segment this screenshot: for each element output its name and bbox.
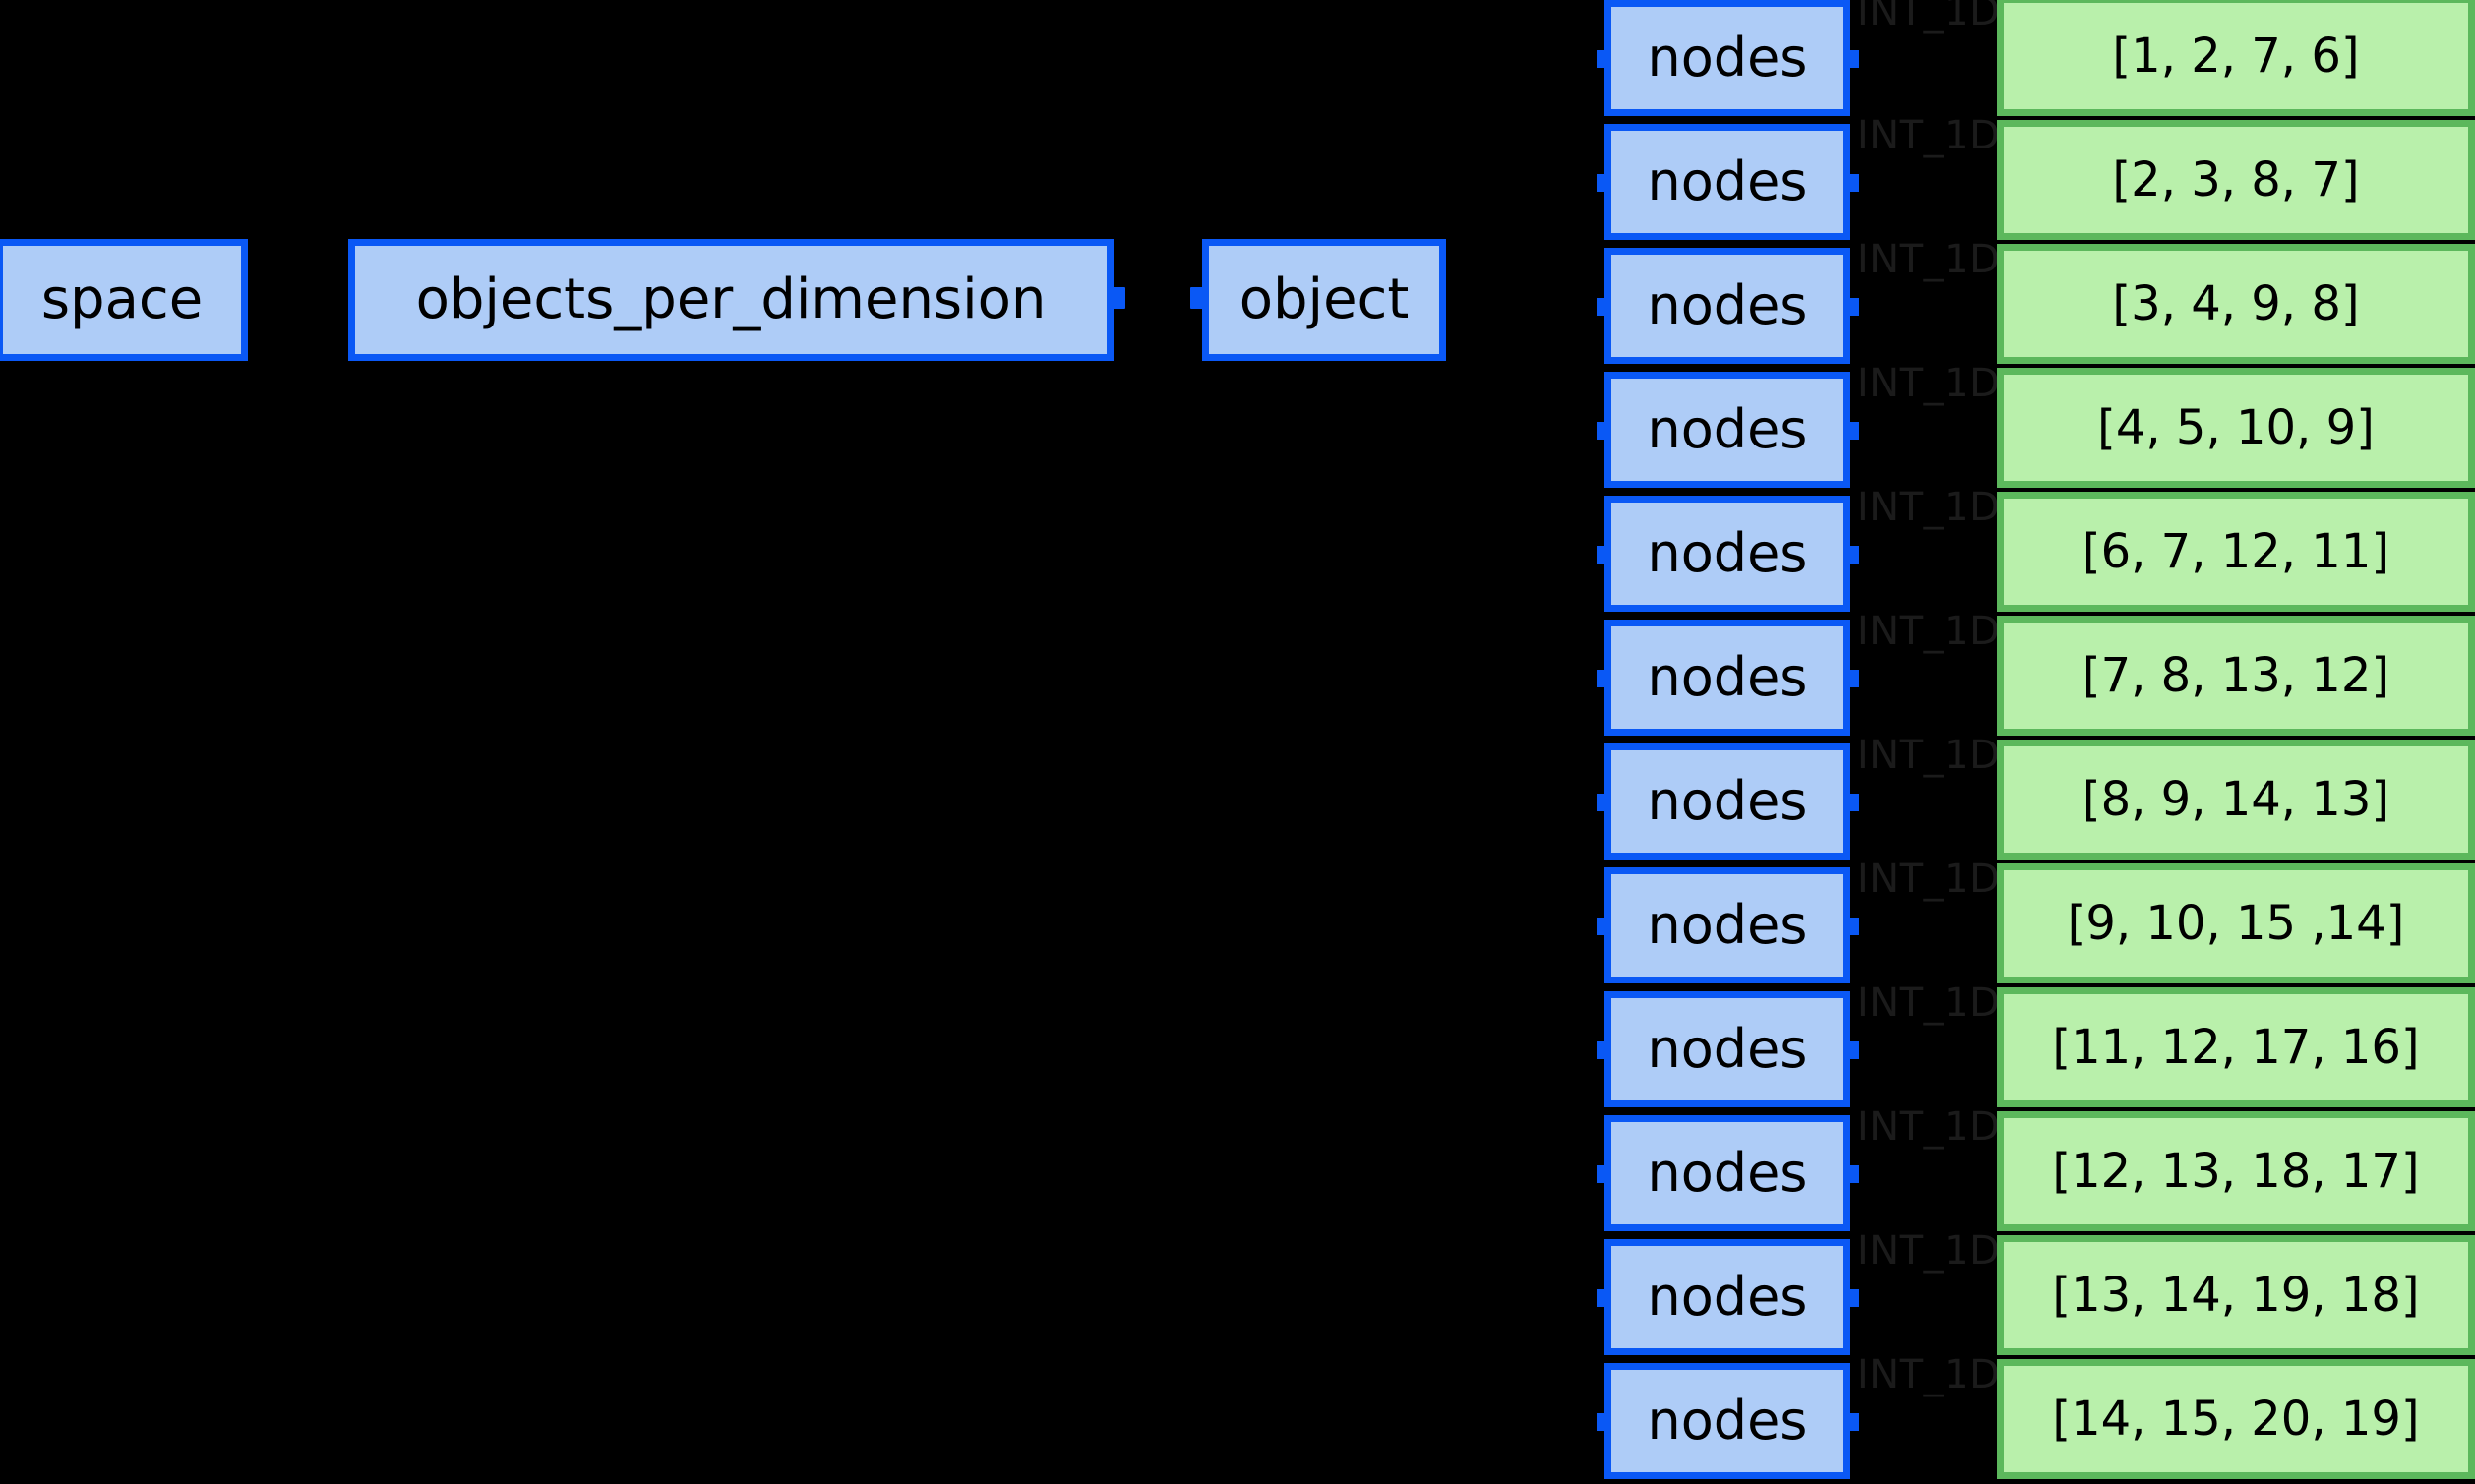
value-box[interactable]: [7, 8, 13, 12] [1997,616,2475,736]
connector-stub-icon [1845,794,1859,811]
node-nodes-label: nodes [1647,646,1808,708]
node-nodes-label: nodes [1647,1266,1808,1328]
node-nodes[interactable]: nodes [1604,620,1850,736]
value-box-label: [14, 15, 20, 19] [2052,1392,2420,1447]
node-nodes[interactable]: nodes [1604,372,1850,488]
matrix-row: nodes INT_1D [2, 3, 8, 7] [0,116,2475,244]
node-nodes[interactable]: nodes [1604,1363,1850,1479]
matrix-row: nodes INT_1D [11, 12, 17, 16] [0,983,2475,1111]
edge-type-label: INT_1D [1857,1228,2001,1274]
value-box-label: [6, 7, 12, 11] [2082,524,2390,579]
value-box[interactable]: [8, 9, 14, 13] [1997,740,2475,860]
edge-type-label: INT_1D [1857,733,2001,778]
connector-stub-icon [1845,1041,1859,1059]
node-space[interactable]: space [0,239,248,361]
edge-type-label: INT_1D [1857,485,2001,530]
node-objects-per-dimension[interactable]: objects_per_dimension [348,239,1114,361]
node-nodes[interactable]: nodes [1604,867,1850,983]
node-nodes[interactable]: nodes [1604,1239,1850,1355]
matrix-row: nodes INT_1D [14, 15, 20, 19] [0,1355,2475,1483]
value-box-label: [4, 5, 10, 9] [2097,400,2375,455]
connector-stub-icon [1845,670,1859,687]
node-object-label: object [1238,267,1410,331]
value-box[interactable]: [14, 15, 20, 19] [1997,1359,2475,1479]
value-box-label: [7, 8, 13, 12] [2082,648,2390,703]
edge-type-label: INT_1D [1857,609,2001,654]
node-object[interactable]: object [1202,239,1446,361]
value-box-label: [13, 14, 19, 18] [2052,1268,2420,1323]
node-nodes[interactable]: nodes [1604,991,1850,1107]
node-nodes-label: nodes [1647,522,1808,584]
matrix-row: nodes INT_1D [7, 8, 13, 12] [0,612,2475,740]
node-nodes-label: nodes [1647,1142,1808,1204]
matrix-row: nodes INT_1D [13, 14, 19, 18] [0,1231,2475,1359]
edge-type-label: INT_1D [1857,1352,2001,1397]
node-nodes[interactable]: nodes [1604,124,1850,240]
node-nodes-label: nodes [1647,894,1808,956]
connector-stub-icon [1845,1165,1859,1183]
connector-stub-icon [1845,918,1859,935]
node-nodes[interactable]: nodes [1604,743,1850,860]
matrix-row: nodes INT_1D [9, 10, 15 ,14] [0,857,2475,987]
value-box-label: [9, 10, 15 ,14] [2067,896,2405,951]
connector-stub-icon [1845,50,1859,68]
value-box-label: [3, 4, 9, 8] [2112,276,2360,331]
value-box[interactable]: [3, 4, 9, 8] [1997,244,2475,364]
connector-stub-icon [1845,1413,1859,1431]
value-box[interactable]: [12, 13, 18, 17] [1997,1111,2475,1231]
edge-type-label: INT_1D [1857,980,2001,1026]
connector-stub-icon [1110,287,1125,309]
value-box[interactable]: [2, 3, 8, 7] [1997,120,2475,240]
node-nodes-label: nodes [1647,150,1808,212]
matrix-row: nodes INT_1D [6, 7, 12, 11] [0,488,2475,616]
connector-stub-icon [1845,546,1859,564]
edge-type-label: INT_1D [1857,113,2001,158]
matrix-row: nodes INT_1D [4, 5, 10, 9] [0,364,2475,492]
value-box-label: [12, 13, 18, 17] [2052,1144,2420,1199]
node-nodes-label: nodes [1647,1390,1808,1452]
connector-stub-icon [1845,174,1859,192]
node-nodes-label: nodes [1647,1018,1808,1080]
connector-stub-icon [1845,422,1859,440]
value-box[interactable]: [11, 12, 17, 16] [1997,987,2475,1107]
edge-type-label: INT_1D [1857,237,2001,282]
connector-stub-icon [1845,1289,1859,1307]
value-box[interactable]: [4, 5, 10, 9] [1997,368,2475,488]
matrix-row: nodes INT_1D [12, 13, 18, 17] [0,1107,2475,1235]
node-nodes[interactable]: nodes [1604,1115,1850,1231]
value-box-label: [11, 12, 17, 16] [2052,1020,2420,1075]
node-objects-per-dimension-label: objects_per_dimension [415,267,1047,331]
edge-type-label: INT_1D [1857,857,2001,902]
value-box-label: [2, 3, 8, 7] [2112,152,2360,208]
connector-stub-icon [1845,298,1859,316]
matrix-row: nodes INT_1D [3, 4, 9, 8] [0,240,2475,368]
node-space-label: space [40,267,204,331]
value-box[interactable]: [6, 7, 12, 11] [1997,492,2475,612]
value-box[interactable]: [1, 2, 7, 6] [1997,0,2475,116]
matrix-row: nodes INT_1D [1, 2, 7, 6] [0,0,2475,120]
node-nodes[interactable]: nodes [1604,248,1850,364]
edge-type-label: INT_1D [1857,0,2001,34]
value-box[interactable]: [9, 10, 15 ,14] [1997,863,2475,983]
matrix-row: nodes INT_1D [8, 9, 14, 13] [0,736,2475,863]
value-box[interactable]: [13, 14, 19, 18] [1997,1235,2475,1355]
edge-type-label: INT_1D [1857,1104,2001,1150]
node-nodes[interactable]: nodes [1604,496,1850,612]
node-nodes[interactable]: nodes [1604,0,1850,116]
edge-type-label: INT_1D [1857,361,2001,406]
node-nodes-label: nodes [1647,398,1808,460]
node-nodes-label: nodes [1647,770,1808,832]
value-box-label: [1, 2, 7, 6] [2112,29,2360,84]
node-nodes-label: nodes [1647,27,1808,89]
node-nodes-label: nodes [1647,274,1808,336]
value-box-label: [8, 9, 14, 13] [2082,772,2390,827]
